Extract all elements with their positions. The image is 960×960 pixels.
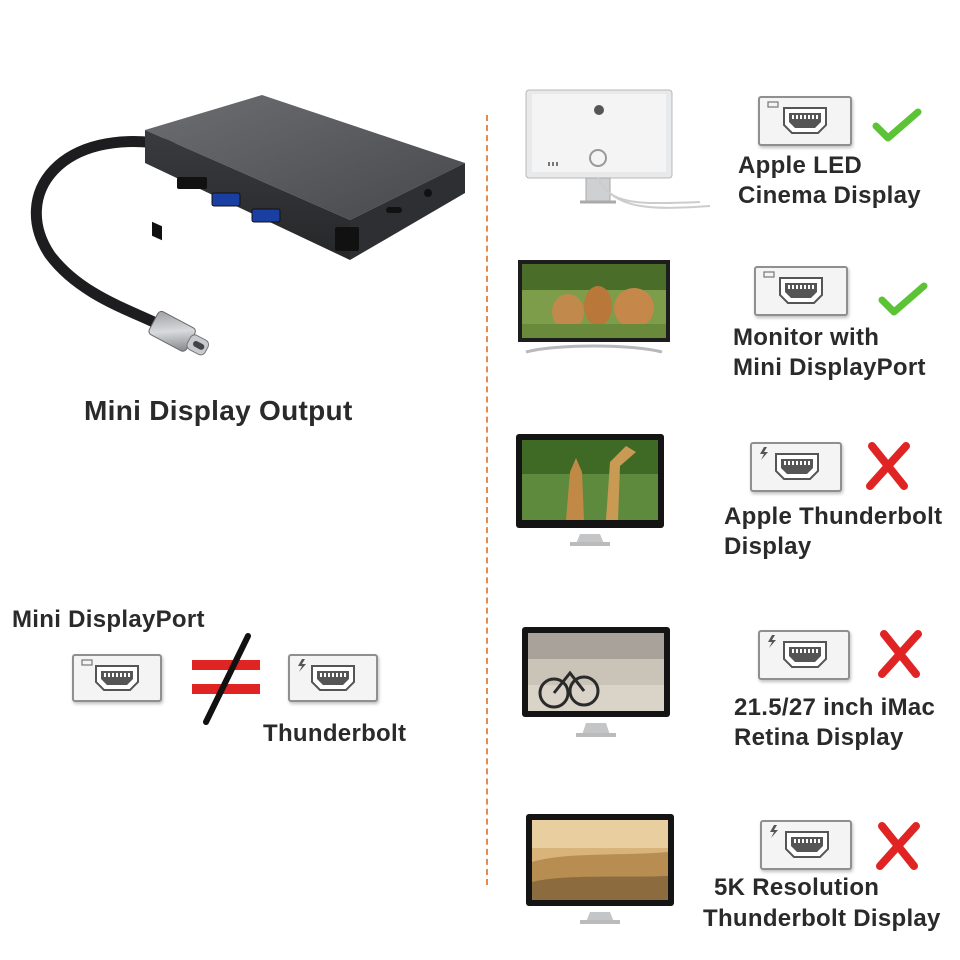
- product-title: Mini Display Output: [84, 395, 353, 426]
- 5k-display-image: [526, 814, 674, 924]
- mini-displayport-label: Mini DisplayPort: [12, 606, 205, 633]
- row2-port-icon: [754, 266, 848, 316]
- mdp-monitor-image: [518, 260, 670, 354]
- row3-label-line1: Apple Thunderbolt: [724, 503, 943, 530]
- thunderbolt-display-image: [516, 434, 664, 546]
- row1-label-line1: Apple LED: [738, 152, 863, 179]
- row1-port-icon: [758, 96, 852, 146]
- not-equal-icon: [192, 633, 260, 725]
- mini-displayport-port-icon: [72, 654, 162, 702]
- row4-cross-icon: [878, 630, 922, 678]
- row5-label-line2: Thunderbolt Display: [703, 905, 941, 932]
- row4-label-line1: 21.5/27 inch iMac: [734, 694, 936, 721]
- imac-retina-image: [522, 627, 670, 737]
- row2-check-icon: [878, 282, 928, 316]
- row5-cross-icon: [876, 822, 920, 870]
- row2-label-line1: Monitor with: [733, 324, 880, 351]
- row1-label-line2: Cinema Display: [738, 182, 921, 209]
- thunderbolt-label: Thunderbolt: [263, 720, 407, 747]
- apple-cinema-display-image: [525, 89, 711, 209]
- row4-port-icon: [758, 630, 850, 680]
- section-divider: [486, 115, 488, 885]
- thunderbolt-port-icon: [288, 654, 378, 702]
- usb-c-hub-image: [30, 95, 465, 356]
- row5-label-line1: 5K Resolution: [714, 874, 880, 901]
- row4-label-line2: Retina Display: [734, 724, 904, 751]
- row1-check-icon: [872, 108, 922, 142]
- row3-cross-icon: [866, 442, 910, 490]
- row3-label-line2: Display: [724, 533, 812, 560]
- row2-label-line2: Mini DisplayPort: [733, 354, 926, 381]
- row5-port-icon: [760, 820, 852, 870]
- row3-port-icon: [750, 442, 842, 492]
